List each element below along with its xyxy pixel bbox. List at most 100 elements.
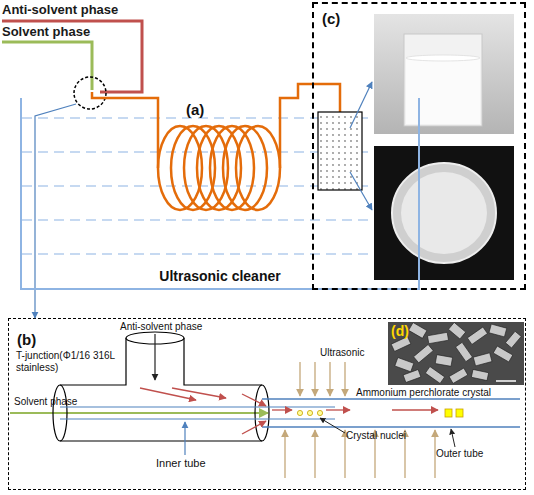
- sem-crystal: [435, 355, 452, 367]
- solvent-flow-arrow: [10, 412, 268, 414]
- mixing-arrow: [326, 409, 350, 410]
- photo-powder: [401, 172, 487, 254]
- water-line: [22, 253, 418, 254]
- crystal-square: [456, 409, 463, 417]
- collection-beaker: [318, 112, 362, 190]
- beaker-photo: [374, 14, 514, 134]
- sem-crystal: [505, 331, 521, 348]
- coil-loop: [223, 126, 267, 210]
- stream-name: Solvent phase: [14, 396, 77, 408]
- stream-name: Anti-solvent phase: [2, 3, 118, 18]
- coil-loop: [197, 126, 241, 210]
- nuclei-dots: [297, 410, 322, 415]
- ultrasound-arrows: [285, 362, 435, 478]
- outer-tube-wall: [262, 426, 520, 428]
- bath-label: Ultrasonic cleaner: [22, 268, 418, 284]
- sem-crystals: [391, 322, 521, 383]
- lead-line: [35, 104, 76, 289]
- part-name: Crystal nuclei: [346, 430, 406, 442]
- sem-crystal: [456, 342, 473, 361]
- panel-letter: (c): [322, 10, 340, 27]
- crystal-square: [445, 409, 452, 417]
- mixing-arrow: [392, 409, 438, 410]
- sem-crystal: [489, 324, 507, 337]
- mixing-arrow: [242, 421, 266, 434]
- sem-crystal: [471, 369, 488, 380]
- part-name: T-junction(Φ1/16 316L stainless): [16, 350, 116, 373]
- sem-background: [388, 322, 524, 385]
- pointer-arrow: [350, 172, 372, 210]
- ultrasound-arrow: [344, 362, 345, 396]
- photo-liquid-surface: [406, 55, 480, 61]
- nucleus-dot: [307, 410, 312, 415]
- mixing-arrow: [172, 388, 226, 398]
- sem-crystal: [467, 327, 487, 344]
- ultrasound-arrow: [284, 430, 285, 478]
- sem-crystal: [395, 358, 414, 372]
- stream-name: Solvent phase: [2, 25, 90, 40]
- part-name: Outer tube: [436, 448, 483, 460]
- mixing-arrow: [242, 394, 266, 406]
- mixing-arrow: [272, 409, 292, 410]
- coil-loop: [171, 126, 215, 210]
- process-name: Ultrasonic: [320, 347, 364, 359]
- panel-letter: (b): [17, 331, 36, 348]
- water-line: [22, 219, 418, 220]
- coil-loop: [158, 126, 202, 210]
- ultrasound-arrow: [314, 362, 315, 396]
- dish-photo: [374, 146, 514, 280]
- tube-coil: [158, 126, 280, 210]
- photo-suspension: [406, 58, 480, 124]
- panel-c-frame: (c): [312, 2, 526, 290]
- anti-solvent-line: [2, 21, 142, 92]
- mixing-arrow: [140, 388, 196, 400]
- sem-crystal: [427, 332, 448, 343]
- stream-name: Anti-solvent phase: [120, 321, 202, 333]
- inner-tube-wall: [60, 418, 335, 419]
- t-junction-end: [255, 385, 269, 441]
- scale-bar: [496, 380, 516, 382]
- tube-line: [92, 92, 158, 168]
- outer-tube-wall: [262, 398, 520, 400]
- panel-b-frame: (b) (d): [8, 318, 526, 490]
- sem-crystal: [493, 346, 513, 362]
- part-name: Ammonium perchlorate crystal: [356, 387, 491, 399]
- nucleus-dot: [297, 410, 302, 415]
- leader-arrow: [451, 429, 455, 447]
- sem-image: (d): [388, 322, 524, 385]
- photo-petri-dish: [392, 163, 496, 263]
- part-name: Inner tube: [156, 457, 206, 470]
- flow-connector: [34, 290, 35, 318]
- coil-loop: [236, 126, 280, 210]
- leader-arrow: [320, 418, 345, 433]
- t-junction-end: [53, 385, 67, 441]
- ultrasound-arrow: [329, 362, 330, 396]
- sem-crystal: [449, 368, 468, 383]
- panel-letter: (d): [391, 323, 409, 339]
- inner-tube-wall: [60, 406, 335, 407]
- junction-highlight: [74, 77, 106, 109]
- cleaner-bath: Ultrasonic cleaner: [20, 98, 420, 290]
- leader-arrow: [184, 422, 185, 455]
- sem-crystal: [403, 370, 421, 383]
- photo-beaker-glass: [404, 34, 482, 126]
- sem-crystal: [425, 367, 444, 384]
- ultrasound-arrow: [299, 362, 300, 396]
- anti-solvent-flow-arrow: [154, 334, 155, 380]
- nucleus-dot: [317, 410, 322, 415]
- ultrasound-arrow: [434, 430, 435, 478]
- sem-crystal: [448, 322, 465, 339]
- ultrasound-arrow: [314, 430, 315, 478]
- coil-loop: [184, 126, 228, 210]
- coil-loop: [210, 126, 254, 210]
- pointer-arrow: [350, 82, 372, 128]
- ultrasound-arrow: [344, 430, 345, 478]
- sem-crystal: [414, 345, 434, 363]
- sem-crystal: [409, 323, 427, 339]
- sem-crystal: [473, 353, 492, 366]
